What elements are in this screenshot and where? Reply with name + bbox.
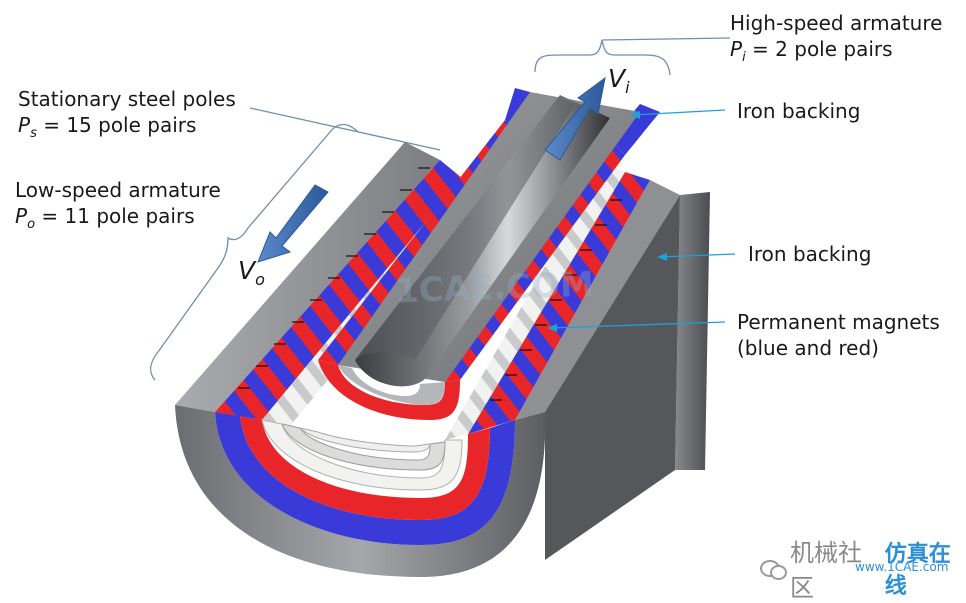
watermark-url: www.1CAE.com bbox=[855, 560, 949, 574]
brace-high-speed-armature bbox=[534, 37, 731, 76]
iron-backing-label-middle: Iron backing bbox=[748, 242, 872, 266]
high-speed-armature-title: High-speed armature bbox=[730, 11, 943, 35]
stationary-poles-title: Stationary steel poles bbox=[18, 87, 236, 111]
brace-low-speed-armature bbox=[150, 123, 359, 381]
magnetic-gear-cutaway-diagram bbox=[150, 37, 736, 577]
watermark-center: 1CAE.COM bbox=[394, 264, 595, 312]
wechat-icon bbox=[760, 558, 787, 580]
high-speed-armature-equation: Pi = 2 pole pairs bbox=[730, 37, 893, 65]
inner-iron-backing bbox=[338, 92, 640, 405]
velocity-arrow-high-speed bbox=[544, 76, 606, 161]
permanent-magnets-line1: Permanent magnets bbox=[737, 310, 940, 334]
permanent-magnets-line2: (blue and red) bbox=[737, 336, 879, 360]
low-speed-armature-title: Low-speed armature bbox=[15, 178, 221, 202]
iron-backing-label-top: Iron backing bbox=[737, 99, 861, 123]
magnet-arrow-marks bbox=[238, 167, 622, 401]
stationary-poles-label: Stationary steel poles Ps = 15 pole pair… bbox=[18, 86, 236, 143]
low-speed-armature-equation: Po = 11 pole pairs bbox=[15, 204, 195, 232]
velocity-arrow-low-speed bbox=[257, 184, 329, 263]
stationary-poles-equation: Ps = 15 pole pairs bbox=[18, 113, 197, 141]
low-speed-magnet-ring bbox=[215, 160, 650, 545]
high-speed-armature-label: High-speed armature Pi = 2 pole pairs bbox=[730, 10, 942, 67]
outer-iron-backing bbox=[175, 142, 710, 577]
permanent-magnets-label: Permanent magnets (blue and red) bbox=[737, 309, 940, 361]
leader-lines bbox=[249, 107, 736, 332]
velocity-label-vo: Vo bbox=[238, 256, 265, 289]
low-speed-armature-label: Low-speed armature Po = 11 pole pairs bbox=[15, 177, 221, 234]
velocity-label-vi: Vi bbox=[608, 64, 630, 97]
